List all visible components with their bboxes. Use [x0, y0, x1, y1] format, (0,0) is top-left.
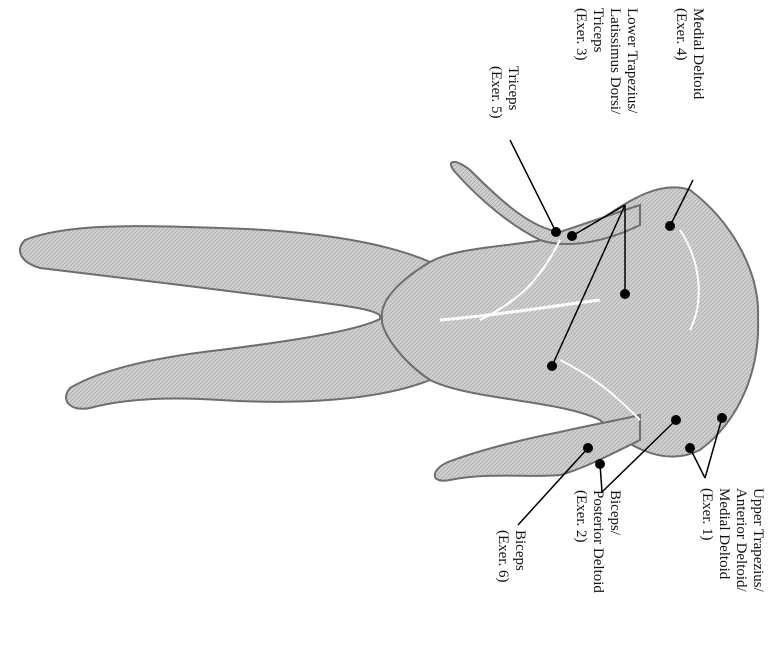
label-line: (Exer. 2): [572, 490, 589, 593]
upper-arm: [451, 162, 640, 244]
label-line: Biceps/: [606, 490, 623, 593]
label-line: Medial Deltoid: [689, 8, 706, 99]
label-line: Upper Trapezius/: [749, 488, 766, 592]
label-medial-deltoid-4: Medial Deltoid (Exer. 4): [672, 8, 706, 99]
label-line: (Exer. 6): [494, 530, 511, 582]
label-line: Triceps: [589, 8, 606, 114]
label-line: (Exer. 4): [672, 8, 689, 99]
label-line: Posterior Deltoid: [589, 490, 606, 593]
label-lower-trap-3: Lower Trapezius/ Latissimus Dorsi/ Trice…: [572, 8, 640, 114]
label-line: Latissimus Dorsi/: [606, 8, 623, 114]
label-biceps-6: Biceps (Exer. 6): [494, 530, 528, 582]
label-upper-trap-1: Upper Trapezius/ Anterior Deltoid/ Media…: [698, 488, 766, 592]
label-triceps-5: Triceps (Exer. 5): [487, 66, 521, 118]
label-line: (Exer. 1): [698, 488, 715, 592]
label-line: (Exer. 5): [487, 66, 504, 118]
label-line: (Exer. 3): [572, 8, 589, 114]
lower-leg: [66, 318, 430, 409]
torso-outline: [380, 187, 758, 456]
label-line: Biceps: [511, 530, 528, 582]
label-line: Medial Deltoid: [715, 488, 732, 592]
label-line: Anterior Deltoid/: [732, 488, 749, 592]
lower-arm: [435, 415, 640, 481]
upper-leg: [20, 226, 430, 318]
label-line: Lower Trapezius/: [623, 8, 640, 114]
label-biceps-post-delt-2: Biceps/ Posterior Deltoid (Exer. 2): [572, 490, 623, 593]
label-line: Triceps: [504, 66, 521, 118]
